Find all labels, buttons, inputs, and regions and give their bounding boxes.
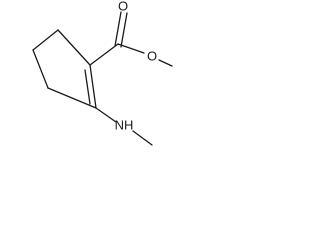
carbonyl-double-bond-a [114, 11, 122, 47]
ring-double-bond-inner [84, 69, 91, 105]
methyl-ester-group [89, 11, 173, 67]
methylamino-group [95, 107, 153, 146]
ring-bond-c2-c3 [47, 87, 97, 109]
bond-ring-to-carbonyl [89, 43, 119, 66]
ring-bond-c1-c2 [89, 64, 97, 109]
bond-carbonyl-to-ester-oxygen [117, 43, 145, 54]
cyclopentene-ring [32, 29, 97, 109]
bond-ring-to-nitrogen [95, 107, 117, 123]
bond-ester-oxygen-to-methyl [158, 59, 173, 67]
ring-bond-c5-c1 [57, 29, 91, 66]
molecule-structure: O O NH [32, 0, 173, 146]
ring-bond-c4-c5 [32, 29, 59, 51]
ring-bond-c3-c4 [32, 49, 49, 89]
carbonyl-oxygen-label: O [118, 0, 128, 14]
bond-nitrogen-to-methyl [132, 130, 153, 146]
carbonyl-double-bond-b [120, 12, 128, 48]
amine-nh-label: NH [115, 118, 134, 133]
ester-oxygen-label: O [147, 49, 157, 64]
